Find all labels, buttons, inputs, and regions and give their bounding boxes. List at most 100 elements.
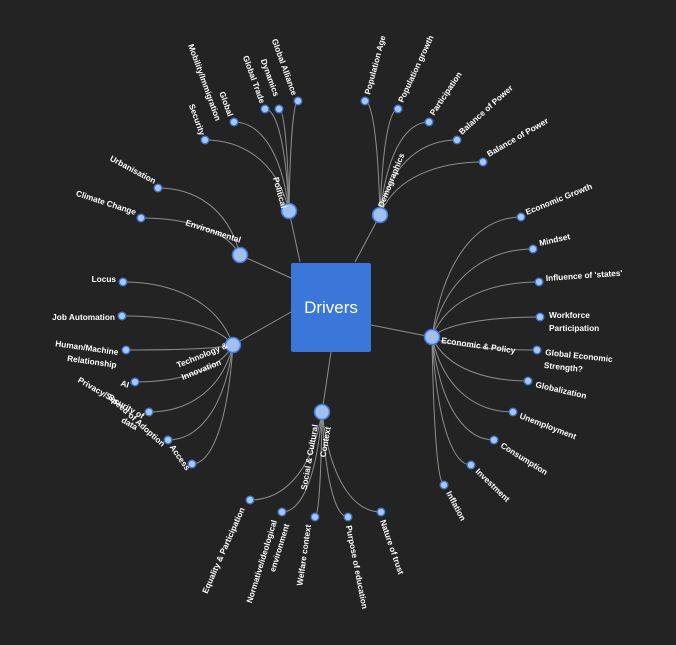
leaf-label: Access [168, 443, 193, 473]
link-center-1 [354, 214, 381, 263]
branch-label-line: Economic & Policy [441, 335, 517, 355]
link-leaf [321, 411, 382, 513]
branch-node[interactable] [280, 202, 298, 220]
leaf-label: Balance of Power [485, 115, 551, 159]
leaf-node[interactable] [489, 435, 499, 445]
leaf-label: Locus [92, 274, 117, 284]
branch-label-line: Environmental [184, 217, 242, 244]
link-leaf [431, 281, 540, 338]
leaf-label-line: Balance of Power [457, 82, 516, 136]
leaf-node[interactable] [293, 96, 303, 106]
leaf-label: Mindset [538, 231, 571, 248]
branch-node[interactable] [231, 246, 249, 264]
leaf-label: Consumption [499, 440, 550, 477]
branch-label: Technology &Innovation [175, 340, 234, 382]
link-leaf [379, 121, 430, 216]
branch-node[interactable] [313, 403, 331, 421]
center-node[interactable]: Drivers [291, 263, 371, 352]
leaf-node[interactable] [534, 277, 544, 287]
leaf-node[interactable] [393, 104, 403, 114]
leaf-node[interactable] [260, 104, 270, 114]
leaf-label-line: Urbanisation [108, 153, 157, 186]
leaf-node[interactable] [424, 117, 434, 127]
leaf-node[interactable] [117, 311, 127, 321]
leaf-node[interactable] [535, 312, 545, 322]
branch-node[interactable] [371, 206, 389, 224]
leaf-label: Economic Growth [524, 181, 594, 217]
link-leaf [140, 217, 241, 256]
leaf-label: Speed of Adoption [106, 392, 167, 449]
leaf-node[interactable] [144, 407, 154, 417]
link-leaf [167, 344, 234, 441]
leaf-node[interactable] [523, 376, 533, 386]
leaf-label-line: Mindset [538, 231, 571, 248]
leaf-node[interactable] [118, 277, 128, 287]
leaf-node[interactable] [310, 512, 320, 522]
link-leaf [148, 344, 234, 413]
leaf-label: Climate Change [75, 188, 138, 217]
leaf-label-line: Population Age [362, 34, 387, 95]
leaf-node[interactable] [277, 507, 287, 517]
leaf-label-line: Purpose of education [344, 524, 370, 609]
leaf-label-line: Workforce [549, 310, 590, 320]
leaf-node[interactable] [121, 345, 131, 355]
branch-label: Economic & Policy [441, 335, 517, 355]
branch-label-line: Social & Cultural [299, 424, 320, 491]
leaf-label-line: AI [119, 378, 130, 390]
leaf-label: Inflation [444, 489, 468, 522]
leaf-node[interactable] [478, 157, 488, 167]
leaf-node[interactable] [274, 104, 284, 114]
leaf-label: Influence of 'states' [545, 268, 622, 283]
leaf-label-line: Strength? [543, 360, 583, 374]
leaf-label: Participation [427, 70, 463, 117]
leaf-node[interactable] [153, 183, 163, 193]
leaf-node[interactable] [163, 435, 173, 445]
link-leaf [431, 336, 529, 382]
link-leaf [191, 344, 234, 465]
leaf-label-line: Economic Growth [524, 181, 594, 217]
leaf-node[interactable] [376, 507, 386, 517]
link-leaf [121, 315, 234, 346]
leaf-node[interactable] [229, 117, 239, 127]
leaf-label-line: Nature of trust [378, 518, 406, 576]
leaf-node[interactable] [532, 345, 542, 355]
link-center-4 [232, 311, 292, 346]
leaf-label-line: Welfare context [294, 524, 313, 587]
leaf-label: Security [187, 102, 208, 137]
leaf-node[interactable] [200, 135, 210, 145]
leaf-label-line: Balance of Power [485, 115, 551, 159]
link-leaf [431, 216, 522, 338]
link-leaf [431, 336, 495, 441]
leaf-label-line: Influence of 'states' [545, 268, 622, 283]
leaf-node[interactable] [528, 244, 538, 254]
leaf-node[interactable] [452, 135, 462, 145]
leaf-node[interactable] [136, 213, 146, 223]
leaf-node[interactable] [245, 495, 255, 505]
leaf-node[interactable] [466, 460, 476, 470]
leaf-node[interactable] [360, 96, 370, 106]
leaf-label: Global EconomicStrength? [543, 347, 613, 377]
leaf-node[interactable] [343, 512, 353, 522]
branch-label: Environmental [184, 217, 242, 244]
leaf-label: Nature of trust [378, 518, 406, 576]
link-center-0 [288, 210, 301, 263]
leaf-label-line: Locus [92, 274, 117, 284]
link-center-3 [370, 324, 433, 338]
link-center-2 [239, 254, 292, 279]
leaf-node[interactable] [516, 212, 526, 222]
leaf-label: Investment [474, 466, 513, 504]
leaf-node[interactable] [130, 377, 140, 387]
link-leaf [233, 121, 290, 212]
branch-node[interactable] [423, 328, 441, 346]
leaf-node[interactable] [439, 480, 449, 490]
link-leaf [134, 344, 234, 383]
leaf-label: Normative/ideologicalenvironment [244, 518, 291, 607]
leaf-label-line: Investment [474, 466, 513, 504]
leaf-label: Human/MachineRelationship [53, 338, 120, 370]
link-leaf [431, 248, 534, 338]
branch-node[interactable] [224, 336, 242, 354]
leaf-node[interactable] [508, 407, 518, 417]
leaf-node[interactable] [187, 459, 197, 469]
leaf-label-line: Participation [549, 323, 599, 333]
center-node-label: Drivers [304, 297, 358, 317]
